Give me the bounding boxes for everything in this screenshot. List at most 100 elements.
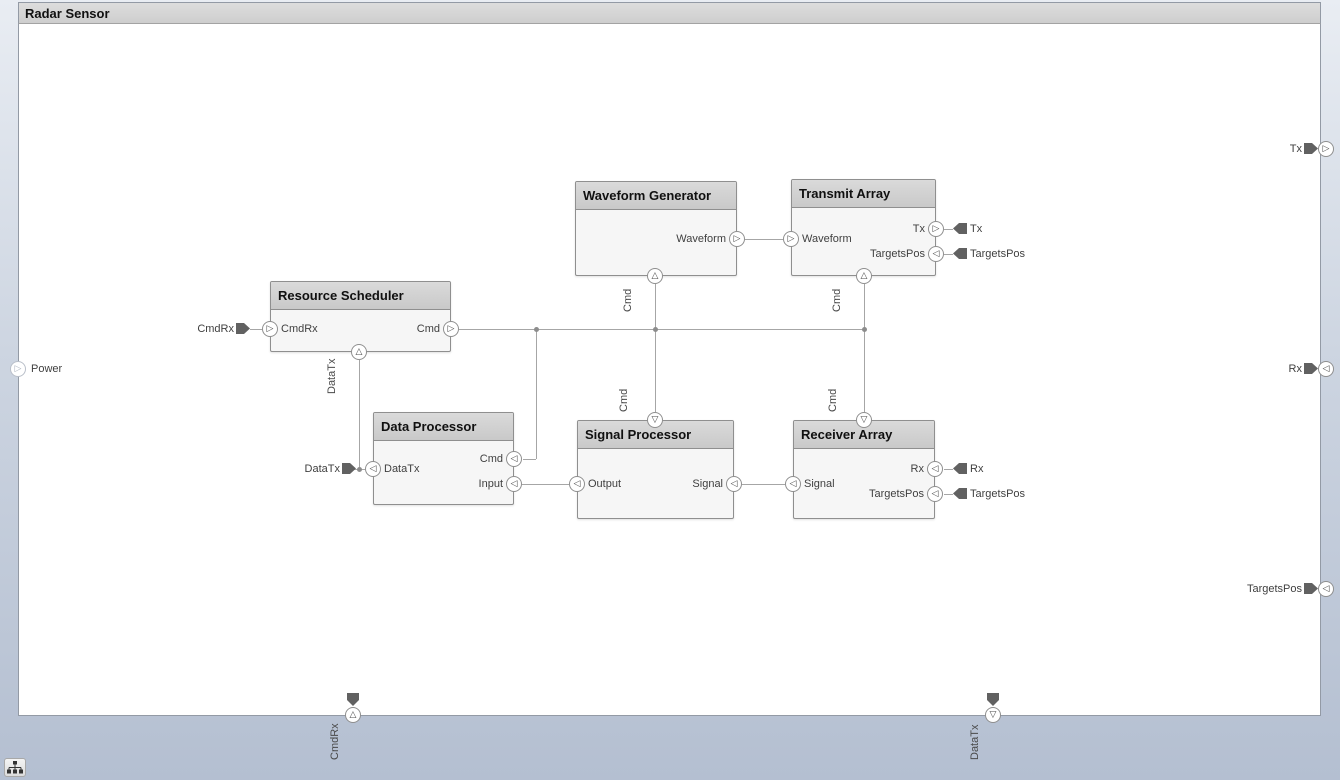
stub-label: TargetsPos xyxy=(970,248,1026,260)
edge-port-rx[interactable]: ◁ xyxy=(1318,361,1334,377)
stub-label: Tx xyxy=(970,223,983,235)
component-title: Resource Scheduler xyxy=(271,282,450,310)
connector-wire[interactable] xyxy=(742,484,785,485)
port-label: Waveform xyxy=(802,233,852,245)
component-title: Transmit Array xyxy=(792,180,935,208)
wire-junction-dot xyxy=(653,327,658,332)
connection-stub-datatx[interactable] xyxy=(342,462,356,475)
edge-port-label: Rx xyxy=(1288,363,1302,375)
connection-stub-targetspos[interactable] xyxy=(953,247,967,260)
connector-wire[interactable] xyxy=(745,239,783,240)
diagram-canvas[interactable] xyxy=(18,2,1321,716)
port-label: Signal xyxy=(804,478,835,490)
component-title: Data Processor xyxy=(374,413,513,441)
component-title: Waveform Generator xyxy=(576,182,736,210)
wire-junction-dot xyxy=(534,327,539,332)
port-label: Input xyxy=(478,478,503,490)
connector-wire[interactable] xyxy=(359,360,360,469)
port-receiver-array-signal[interactable]: ◁ xyxy=(785,476,801,492)
port-signal-processor-output[interactable]: ◁ xyxy=(569,476,585,492)
wire-label: Cmd xyxy=(827,388,839,412)
component-title: Signal Processor xyxy=(578,421,733,449)
connector-wire[interactable] xyxy=(944,254,953,255)
connection-stub-datatx[interactable] xyxy=(987,693,999,706)
connector-wire[interactable] xyxy=(944,494,953,495)
connector-wire[interactable] xyxy=(250,329,262,330)
diagram-title: Radar Sensor xyxy=(25,5,110,21)
port-receiver-array-cmd[interactable]: ▽ xyxy=(856,412,872,428)
edge-port-targetspos[interactable]: ◁ xyxy=(1318,581,1334,597)
stub-label: CmdRx xyxy=(197,323,234,335)
component-signal-processor[interactable]: Signal Processor xyxy=(577,420,734,519)
port-data-processor-cmd[interactable]: ◁ xyxy=(506,451,522,467)
wire-label: Cmd xyxy=(622,288,634,312)
hierarchy-icon xyxy=(7,761,23,774)
wire-label: Cmd xyxy=(831,288,843,312)
port-transmit-array-cmd[interactable]: △ xyxy=(856,268,872,284)
edge-port-label: TargetsPos xyxy=(1246,583,1302,595)
connection-stub-tx[interactable] xyxy=(953,222,967,235)
port-label: Rx xyxy=(910,463,924,475)
port-waveform-generator-cmd[interactable]: △ xyxy=(647,268,663,284)
wire-label: DataTx xyxy=(326,358,338,394)
edge-port-power[interactable]: ▷ xyxy=(10,361,26,377)
edge-port-datatx[interactable]: ▽ xyxy=(985,707,1001,723)
hierarchy-badge[interactable] xyxy=(4,758,26,777)
port-data-processor-input[interactable]: ◁ xyxy=(506,476,522,492)
port-label: CmdRx xyxy=(281,323,318,335)
port-receiver-array-rx[interactable]: ◁ xyxy=(927,461,943,477)
port-label: DataTx xyxy=(384,463,420,475)
port-transmit-array-waveform[interactable]: ▷ xyxy=(783,231,799,247)
port-label: Output xyxy=(588,478,622,490)
connection-stub-cmdrx[interactable] xyxy=(347,693,359,706)
connector-wire[interactable] xyxy=(522,484,569,485)
port-label: TargetsPos xyxy=(868,488,924,500)
edge-port-tx[interactable]: ▷ xyxy=(1318,141,1334,157)
connection-stub-rx[interactable] xyxy=(1304,362,1318,375)
port-transmit-array-targetspos[interactable]: ◁ xyxy=(928,246,944,262)
connection-stub-cmdrx[interactable] xyxy=(236,322,250,335)
wire-label: Cmd xyxy=(618,388,630,412)
connector-wire[interactable] xyxy=(655,284,656,412)
stub-label: TargetsPos xyxy=(970,488,1026,500)
connection-stub-rx[interactable] xyxy=(953,462,967,475)
diagram-titlebar: Radar Sensor xyxy=(18,2,1321,24)
connector-wire[interactable] xyxy=(459,329,864,330)
port-receiver-array-targetspos[interactable]: ◁ xyxy=(927,486,943,502)
connector-wire[interactable] xyxy=(523,459,536,460)
edge-port-cmdrx[interactable]: △ xyxy=(345,707,361,723)
port-resource-scheduler-cmdrx[interactable]: ▷ xyxy=(262,321,278,337)
connection-stub-tx[interactable] xyxy=(1304,142,1318,155)
port-resource-scheduler-datatx[interactable]: △ xyxy=(351,344,367,360)
port-label: Cmd xyxy=(416,323,440,335)
connector-wire[interactable] xyxy=(944,469,953,470)
port-signal-processor-cmd[interactable]: ▽ xyxy=(647,412,663,428)
wire-junction-dot xyxy=(357,467,362,472)
connection-stub-targetspos[interactable] xyxy=(1304,582,1318,595)
connector-wire[interactable] xyxy=(864,284,865,412)
port-signal-processor-signal[interactable]: ◁ xyxy=(726,476,742,492)
stub-label: DataTx xyxy=(304,463,340,475)
edge-port-label: Power xyxy=(31,363,63,375)
component-resource-scheduler[interactable]: Resource Scheduler xyxy=(270,281,451,352)
port-data-processor-datatx[interactable]: ◁ xyxy=(365,461,381,477)
port-label: Cmd xyxy=(479,453,503,465)
edge-port-label: Tx xyxy=(1289,143,1302,155)
connection-stub-targetspos[interactable] xyxy=(953,487,967,500)
port-label: Waveform xyxy=(676,233,726,245)
port-label: Signal xyxy=(692,478,723,490)
connector-wire[interactable] xyxy=(944,229,953,230)
connector-wire[interactable] xyxy=(536,329,537,459)
wire-junction-dot xyxy=(862,327,867,332)
stub-label: Rx xyxy=(970,463,984,475)
port-resource-scheduler-cmd[interactable]: ▷ xyxy=(443,321,459,337)
component-waveform-generator[interactable]: Waveform Generator xyxy=(575,181,737,276)
component-data-processor[interactable]: Data Processor xyxy=(373,412,514,505)
edge-port-label: CmdRx xyxy=(329,723,341,760)
port-transmit-array-tx[interactable]: ▷ xyxy=(928,221,944,237)
edge-port-label: DataTx xyxy=(969,724,981,760)
port-waveform-generator-waveform[interactable]: ▷ xyxy=(729,231,745,247)
port-label: TargetsPos xyxy=(869,248,925,260)
component-transmit-array[interactable]: Transmit Array xyxy=(791,179,936,276)
